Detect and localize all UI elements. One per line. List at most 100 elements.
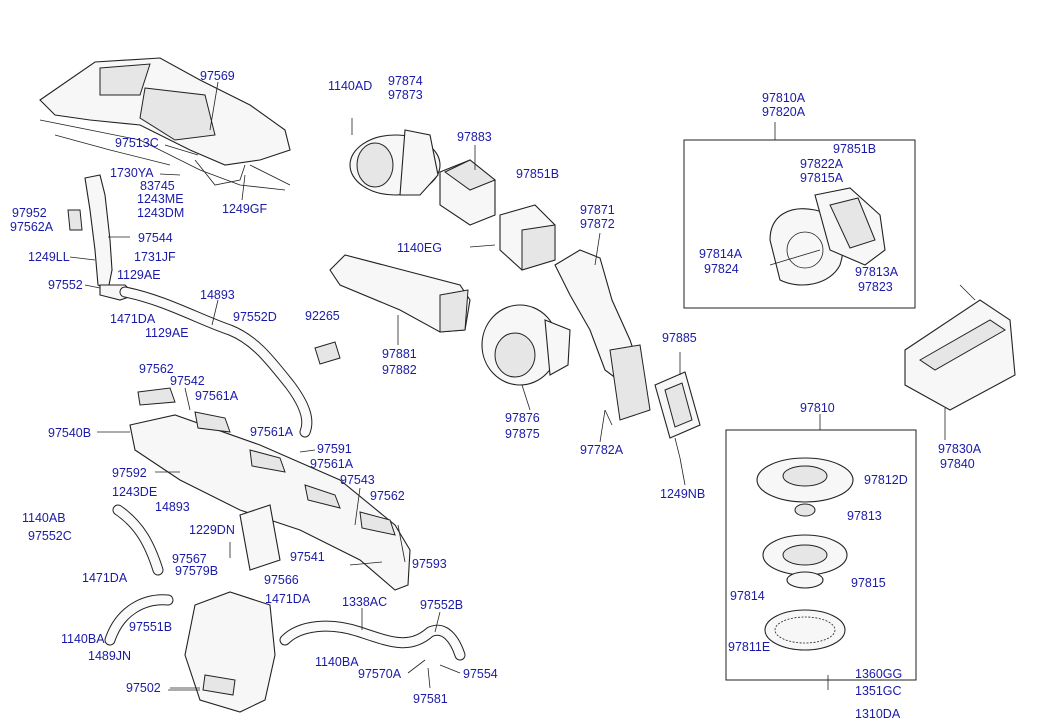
label-1489jn: 1489JN (88, 649, 131, 663)
label-97822a: 97822A (800, 157, 844, 171)
label-14893-b: 14893 (155, 500, 190, 514)
label-97552b: 97552B (420, 598, 463, 612)
label-1471da-c: 1471DA (265, 592, 311, 606)
label-97872: 97872 (580, 217, 615, 231)
duct-97871 (554, 249, 651, 426)
label-1249nb: 1249NB (660, 487, 705, 501)
label-97543: 97543 (340, 473, 375, 487)
label-97502: 97502 (126, 681, 161, 695)
label-97566: 97566 (264, 573, 299, 587)
part-labels: 97569 97513C 1730YA 83745 1243ME 1243DM … (10, 69, 982, 721)
label-97562-a: 97562 (139, 362, 174, 376)
label-14893-a: 14893 (200, 288, 235, 302)
label-97875: 97875 (505, 427, 540, 441)
hose-97552b (279, 620, 466, 661)
label-97562-b: 97562 (370, 489, 405, 503)
label-97820a: 97820A (762, 105, 806, 119)
label-1471da-a: 1471DA (110, 312, 156, 326)
label-1140ad: 1140AD (328, 79, 372, 93)
label-97811e: 97811E (728, 640, 770, 654)
leader-lines (69, 81, 686, 691)
label-97810a: 97810A (762, 91, 806, 105)
label-97830a: 97830A (938, 442, 982, 456)
gasket-97885 (654, 371, 701, 459)
label-97552d: 97552D (233, 310, 277, 324)
label-1129ae-b: 1129AE (145, 326, 189, 340)
heater-core-97502 (170, 591, 276, 713)
label-1471da-b: 1471DA (82, 571, 128, 585)
label-97874: 97874 (388, 74, 423, 88)
label-1229dn: 1229DN (189, 523, 235, 537)
label-97567: 97567 (172, 552, 207, 566)
blower-case-97876 (481, 304, 571, 386)
label-97823: 97823 (858, 280, 893, 294)
label-97814a: 97814A (699, 247, 743, 261)
label-97883: 97883 (457, 130, 492, 144)
label-1730ya: 1730YA (110, 166, 154, 180)
hose-97552d (119, 286, 313, 438)
label-97551b: 97551B (129, 620, 172, 634)
label-97782a: 97782A (580, 443, 624, 457)
label-97541: 97541 (290, 550, 325, 564)
label-83745: 83745 (140, 179, 175, 193)
label-97873: 97873 (388, 88, 423, 102)
hose-97552c (112, 504, 164, 576)
label-97885: 97885 (662, 331, 697, 345)
label-97814: 97814 (730, 589, 765, 603)
label-97810: 97810 (800, 401, 835, 415)
label-97592: 97592 (112, 466, 147, 480)
label-1129ae-a: 1129AE (117, 268, 161, 282)
label-1243de: 1243DE (112, 485, 157, 499)
label-97593: 97593 (412, 557, 447, 571)
label-97591: 97591 (317, 442, 352, 456)
label-97824: 97824 (704, 262, 739, 276)
label-1731jf: 1731JF (134, 250, 176, 264)
label-97851b: 97851B (516, 167, 559, 181)
filter-housing-97883 (439, 159, 496, 226)
label-97552: 97552 (48, 278, 83, 292)
cover-97830a (904, 284, 1016, 440)
box-97810 (725, 414, 917, 690)
label-97840: 97840 (940, 457, 975, 471)
dashboard-illustration (39, 57, 291, 191)
label-97552c: 97552C (28, 529, 72, 543)
label-97570a: 97570A (358, 667, 402, 681)
label-1140ba-b: 1140BA (315, 655, 359, 669)
label-1140ba-a: 1140BA (61, 632, 105, 646)
label-97561a-b: 97561A (250, 425, 294, 439)
label-92265 (314, 341, 341, 365)
label-1360gg: 1360GG (855, 667, 902, 681)
label-97513c: 97513C (115, 136, 159, 150)
label-97542: 97542 (170, 374, 205, 388)
resistor-97851b (469, 204, 556, 271)
label-1140ab: 1140AB (22, 511, 66, 525)
duct-97881 (329, 254, 471, 333)
label-97882: 97882 (382, 363, 417, 377)
label-1243me: 1243ME (137, 192, 184, 206)
label-97561a-c: 97561A (310, 457, 354, 471)
label-1249ll: 1249LL (28, 250, 70, 264)
label-1140eg: 1140EG (397, 241, 442, 255)
label-1310da: 1310DA (855, 707, 901, 721)
label-97815: 97815 (851, 576, 886, 590)
hose-97551b (104, 594, 174, 646)
blower-motor-97874 (349, 118, 441, 196)
label-97815a: 97815A (800, 171, 844, 185)
label-97562a: 97562A (10, 220, 54, 234)
label-97554: 97554 (463, 667, 498, 681)
label-97952: 97952 (12, 206, 47, 220)
label-1338ac: 1338AC (342, 595, 387, 609)
label-97544: 97544 (138, 231, 173, 245)
label-97561a-a: 97561A (195, 389, 239, 403)
label-1243dm: 1243DM (137, 206, 184, 220)
label-97881: 97881 (382, 347, 417, 361)
label-97813: 97813 (847, 509, 882, 523)
label-97876: 97876 (505, 411, 540, 425)
label-97813a: 97813A (855, 265, 899, 279)
label-1249gf: 1249GF (222, 202, 268, 216)
heater-duct-97540b (129, 387, 411, 591)
label-1351gc: 1351GC (855, 684, 902, 698)
label-97851b-b: 97851B (833, 142, 876, 156)
label-97871: 97871 (580, 203, 615, 217)
